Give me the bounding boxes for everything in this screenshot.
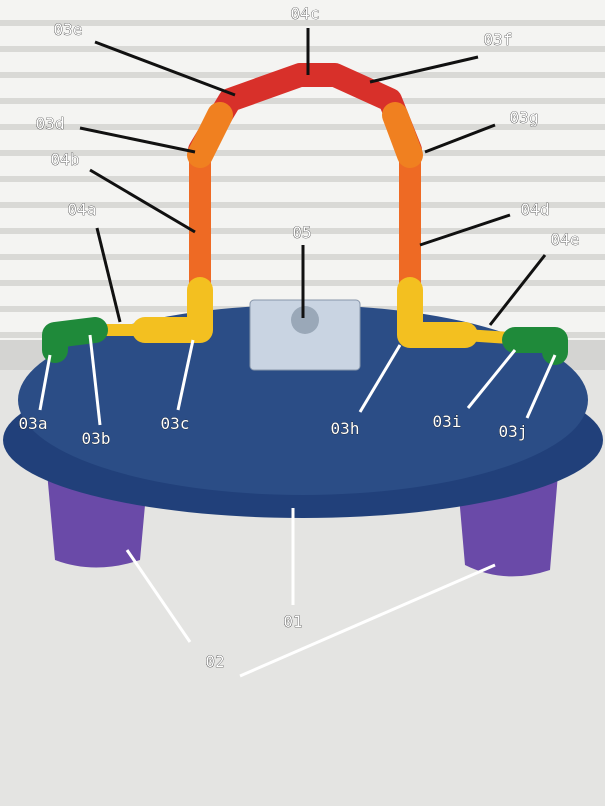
label-03i: 03i — [433, 412, 462, 431]
leader-lines — [38, 28, 557, 678]
label-03c: 03c — [161, 414, 190, 433]
label-03h: 03h — [331, 419, 360, 438]
label-03d: 03d — [36, 114, 65, 133]
label-03a: 03a — [19, 414, 48, 433]
label-04d: 04d — [521, 200, 550, 219]
label-05: 05 — [292, 223, 311, 242]
fan — [249, 299, 361, 371]
label-04b: 04b — [51, 150, 80, 169]
label-03e: 03e — [54, 20, 83, 39]
label-01: 01 — [283, 612, 302, 631]
label-04e: 04e — [551, 230, 580, 249]
label-03j: 03j — [499, 422, 528, 441]
label-04c: 04c — [291, 4, 320, 23]
label-02: 02 — [205, 652, 224, 671]
table-top — [18, 305, 588, 495]
label-04a: 04a — [68, 200, 97, 219]
pipe-assembly — [42, 63, 568, 365]
label-03g: 03g — [510, 108, 539, 127]
label-03f: 03f — [484, 30, 513, 49]
label-03b: 03b — [82, 429, 111, 448]
